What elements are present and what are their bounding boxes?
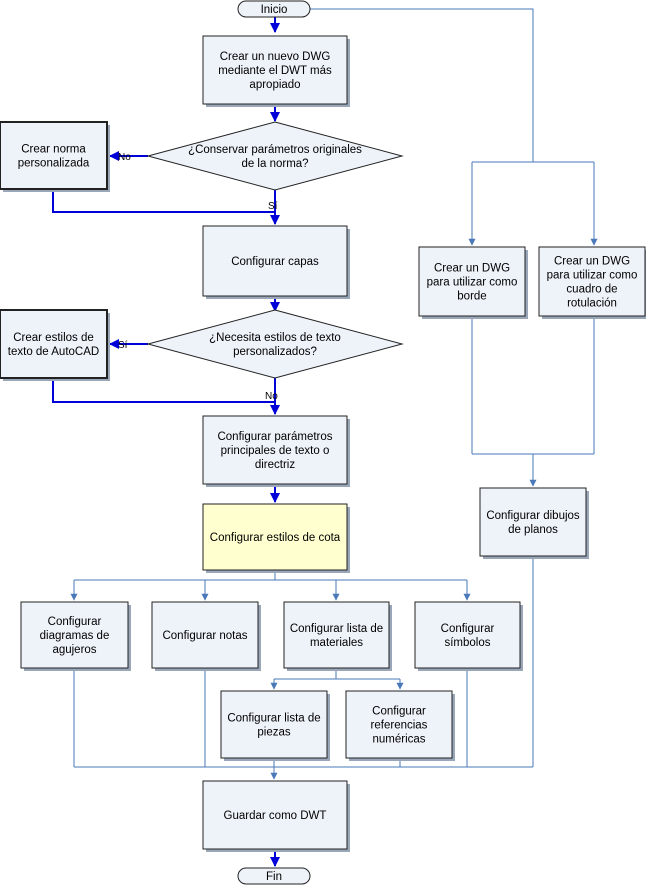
- guardar-label-line: Guardar como DWT: [224, 810, 327, 822]
- crear-norma-label-line: personalizada: [18, 158, 90, 170]
- decision-shape: [146, 121, 404, 191]
- nodes: Crear un nuevo DWG mediante el DWT más apr…: [0, 35, 646, 852]
- lista-materiales-box: Configurar lista de materiales: [283, 601, 392, 671]
- conservar-decision: ¿Conservar parámetros originales de la no…: [146, 121, 404, 191]
- lista-piezas-box: Configurar lista de piezas: [220, 690, 330, 761]
- box-shape: [479, 487, 587, 557]
- referencias-label-line: Configurar: [372, 706, 426, 718]
- agujeros-label-line: agujeros: [52, 644, 96, 656]
- crear-norma-label-line: Crear norma: [21, 144, 86, 156]
- dibujos-planos-label-line: de planos: [508, 524, 558, 536]
- necesita-decision: ¿Necesita estilos de texto personalizados…: [146, 309, 404, 379]
- referencias-label-line: referencias: [371, 720, 428, 732]
- estilos-cota-box: Configurar estilos de cota: [202, 503, 350, 573]
- box-shape: [202, 35, 348, 105]
- crear-dwg-box: Crear un nuevo DWG mediante el DWT más apr…: [202, 35, 350, 107]
- simbolos-box: Configurar símbolos: [414, 601, 523, 671]
- box-shape: [414, 601, 521, 669]
- box-shape: [283, 601, 390, 669]
- box-shape: [202, 225, 348, 297]
- label-si-conservar: Sí: [268, 201, 278, 212]
- box-shape: [0, 309, 108, 379]
- box-shape: [151, 601, 259, 669]
- parametros-texto-label-line: Configurar parámetros: [217, 431, 332, 443]
- rotulacion-label-line: cuadro de: [566, 284, 617, 296]
- box-shape: [20, 601, 129, 669]
- parametros-texto-label-line: principales de texto o: [221, 445, 330, 457]
- decision-shape: [146, 309, 404, 379]
- box-shape: [345, 690, 453, 759]
- borde-label-line: Crear un DWG: [434, 263, 510, 275]
- dibujos-planos-label-line: Configurar dibujos: [486, 510, 580, 522]
- conservar-label-line: de la norma?: [241, 158, 308, 170]
- borde-label-line: para utilizar como: [427, 277, 518, 289]
- agujeros-box: Configurar diagramas de agujeros: [20, 601, 131, 671]
- necesita-label-line: personalizados?: [233, 346, 317, 358]
- necesita-label-line: ¿Necesita estilos de texto: [209, 332, 341, 344]
- parametros-texto-box: Configurar parámetros principales de text…: [202, 415, 350, 487]
- borde-label-line: borde: [457, 291, 486, 303]
- simbolos-label-line: Configurar: [441, 623, 495, 635]
- lista-materiales-label-line: Configurar lista de: [290, 623, 383, 635]
- lista-piezas-label-line: Configurar lista de: [227, 713, 320, 725]
- rotulacion-label-line: para utilizar como: [547, 270, 638, 282]
- rotulacion-box: Crear un DWG para utilizar como cuadro de r…: [538, 246, 646, 319]
- rotulacion-label-line: Crear un DWG: [554, 256, 630, 268]
- inicio-terminal: Inicio: [237, 0, 311, 18]
- edge-inicio-right: [310, 8, 534, 162]
- fin-label: Fin: [266, 871, 282, 883]
- agujeros-label-line: diagramas de: [40, 630, 110, 642]
- capas-label-line: Configurar capas: [231, 256, 319, 268]
- estilos-cota-label-line: Configurar estilos de cota: [210, 532, 341, 544]
- notas-box: Configurar notas: [151, 601, 261, 671]
- crear-dwg-label-line: apropiado: [249, 79, 300, 91]
- crear-dwg-label-line: Crear un nuevo DWG: [220, 51, 331, 63]
- crear-dwg-label-line: mediante el DWT más: [218, 65, 332, 77]
- estilos-texto-label-line: Crear estilos de: [13, 332, 94, 344]
- edge-labels: No Sí Sí No: [118, 152, 278, 402]
- label-no-necesita: No: [265, 391, 278, 402]
- box-shape: [202, 780, 348, 850]
- lista-piezas-label-line: piezas: [257, 727, 290, 739]
- box-shape: [202, 415, 348, 485]
- referencias-label-line: numéricas: [372, 734, 425, 746]
- label-si-necesita: Sí: [118, 340, 128, 351]
- inicio-label: Inicio: [261, 4, 288, 16]
- edge-estilos-texto-merge: [52, 378, 275, 403]
- referencias-box: Configurar referencias numéricas: [345, 690, 455, 761]
- lista-materiales-label-line: materiales: [310, 637, 363, 649]
- dibujos-planos-box: Configurar dibujos de planos: [479, 487, 589, 559]
- conservar-label-line: ¿Conservar parámetros originales: [188, 144, 362, 156]
- label-no-conservar: No: [118, 152, 131, 163]
- estilos-texto-box: Crear estilos de texto de AutoCAD: [0, 309, 110, 381]
- capas-box: Configurar capas: [202, 225, 350, 299]
- notas-label-line: Configurar notas: [162, 630, 247, 642]
- box-shape: [202, 503, 348, 571]
- rotulacion-label-line: rotulación: [567, 298, 617, 310]
- simbolos-label-line: símbolos: [444, 637, 490, 649]
- crear-norma-box: Crear norma personalizada: [0, 121, 110, 192]
- fin-terminal: Fin: [237, 867, 311, 885]
- box-shape: [418, 246, 526, 317]
- estilos-texto-label-line: texto de AutoCAD: [8, 346, 99, 358]
- borde-box: Crear un DWG para utilizar como borde: [418, 246, 528, 319]
- guardar-box: Guardar como DWT: [202, 780, 350, 852]
- box-shape: [538, 246, 646, 317]
- edge-crear-norma-merge: [52, 189, 275, 213]
- parametros-texto-label-line: directriz: [255, 459, 296, 471]
- box-shape: [0, 121, 108, 190]
- box-shape: [220, 690, 328, 759]
- agujeros-label-line: Configurar: [48, 616, 102, 628]
